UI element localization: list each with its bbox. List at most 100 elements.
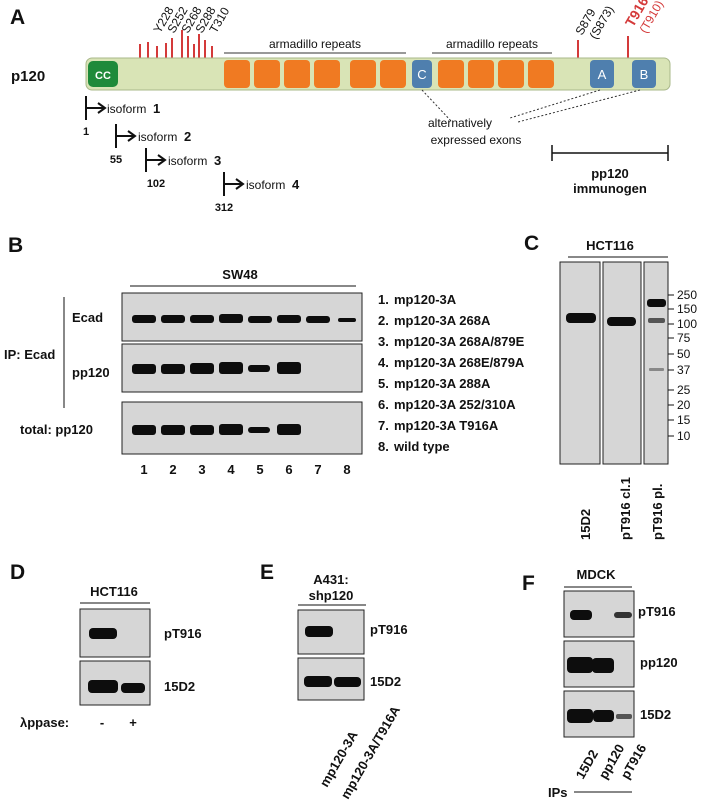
- ip-label: IP: Ecad: [4, 347, 55, 362]
- panel-f-ips-label: IPs: [548, 785, 568, 800]
- protein-label: p120: [11, 68, 45, 85]
- svg-text:100: 100: [677, 317, 697, 331]
- panel-c-lane-pl: pT916 pl.: [650, 484, 665, 540]
- band-f-15d2-1: [567, 709, 593, 723]
- panel-e: E A431: shp120 pT916 15D2 mp120-3A mp120…: [260, 561, 408, 801]
- panel-d-plus: +: [129, 715, 137, 730]
- panel-e-title1: A431:: [313, 572, 348, 587]
- row-ecad-label: Ecad: [72, 310, 103, 325]
- bands-b-pp120: [132, 362, 301, 374]
- svg-text:5.: 5.: [378, 376, 389, 391]
- bands-b-total: [132, 424, 301, 435]
- svg-text:mp120-3A T916A: mp120-3A T916A: [394, 418, 499, 433]
- panel-d: D HCT116 pT916 15D2 λppase: - +: [10, 561, 202, 730]
- svg-text:37: 37: [677, 363, 691, 377]
- panel-d-row2: 15D2: [164, 679, 195, 694]
- panel-c-lane-15d2: 15D2: [578, 509, 593, 540]
- total-label: total: pp120: [20, 422, 93, 437]
- isoform-3-label: isoform: [168, 154, 207, 168]
- isoform-4: isoform 4 312: [215, 172, 300, 214]
- panel-c-lane-cl1: pT916 cl.1: [618, 477, 633, 540]
- blot-c-15d2: [559, 261, 601, 465]
- band-c-pl-top: [647, 299, 666, 307]
- panel-b-legend: 1. mp120-3A 2. mp120-3A 268A 3. mp120-3A…: [378, 292, 525, 454]
- band-f-pt916-3: [614, 612, 632, 618]
- blot-c-pl: [643, 261, 669, 465]
- isoform-1: isoform 1 1: [83, 96, 160, 138]
- isoform-2: isoform 2 55: [110, 124, 191, 166]
- svg-text:1.: 1.: [378, 292, 389, 307]
- band-d-pt916: [89, 628, 117, 639]
- svg-text:25: 25: [677, 383, 691, 397]
- panel-f: F MDCK pT916 pp120 15D2 15D2 pp120 pT916…: [522, 567, 678, 800]
- svg-text:3.: 3.: [378, 334, 389, 349]
- panel-d-minus: -: [100, 715, 104, 730]
- panel-c-cell-line: HCT116: [586, 238, 634, 253]
- panel-f-cell-line: MDCK: [577, 567, 617, 582]
- svg-text:7.: 7.: [378, 418, 389, 433]
- panel-b: B SW48 IP: Ecad Ecad pp120 total: pp120: [4, 234, 525, 477]
- svg-text:1: 1: [140, 462, 147, 477]
- panel-d-cell-line: HCT116: [90, 584, 138, 599]
- exon-c: [412, 60, 432, 88]
- svg-text:2.: 2.: [378, 313, 389, 328]
- panel-d-letter: D: [10, 561, 25, 584]
- panel-a-letter: A: [10, 6, 25, 29]
- panel-f-lane-1: 15D2: [573, 747, 602, 781]
- isoform-4-label: isoform: [246, 178, 285, 192]
- panel-f-letter: F: [522, 572, 535, 595]
- svg-text:6.: 6.: [378, 397, 389, 412]
- panel-e-row1: pT916: [370, 622, 408, 637]
- exon-c-label: C: [417, 67, 426, 82]
- isoform-1-num: 1: [153, 101, 160, 116]
- svg-text:mp120-3A: mp120-3A: [394, 292, 457, 307]
- exon-b: [632, 60, 656, 88]
- svg-text:6: 6: [285, 462, 292, 477]
- isoform-1-label: isoform: [107, 102, 146, 116]
- alt-exon-line1: alternatively: [428, 116, 492, 130]
- arm-label-2: armadillo repeats: [446, 37, 538, 51]
- cc-domain: [88, 61, 118, 87]
- svg-text:4.: 4.: [378, 355, 389, 370]
- band-e-pt916: [305, 626, 333, 637]
- panel-d-row1: pT916: [164, 626, 202, 641]
- band-f-pp120-1: [567, 657, 593, 673]
- cc-label: CC: [95, 70, 111, 82]
- panel-a: A Y228 S252 S268 S288 T310 S879 (S873) T…: [10, 0, 671, 214]
- band-c-cl1: [607, 317, 636, 326]
- band-f-pt916-1: [570, 610, 592, 620]
- svg-text:20: 20: [677, 398, 691, 412]
- svg-text:7: 7: [314, 462, 321, 477]
- panel-f-row1: pT916: [638, 604, 676, 619]
- bands-b-ecad: [132, 314, 356, 323]
- isoform-3-num: 3: [214, 153, 221, 168]
- svg-text:mp120-3A 288A: mp120-3A 288A: [394, 376, 491, 391]
- svg-text:50: 50: [677, 347, 691, 361]
- svg-text:8.: 8.: [378, 439, 389, 454]
- panel-b-cell-line: SW48: [222, 267, 257, 282]
- panel-c-letter: C: [524, 232, 539, 255]
- band-f-15d2-2: [593, 710, 614, 722]
- panel-b-lane-numbers: 1 2 3 4 5 6 7 8: [140, 462, 350, 477]
- alt-exon-line2: expressed exons: [431, 133, 522, 147]
- isoform-2-start: 55: [110, 154, 122, 166]
- panel-e-title2: shp120: [309, 588, 354, 603]
- band-d-15d2-minus: [88, 680, 118, 693]
- alt-exon-pointers: [421, 89, 641, 123]
- band-c-pl-low: [649, 368, 664, 371]
- svg-text:75: 75: [677, 331, 691, 345]
- panel-b-letter: B: [8, 234, 23, 257]
- panel-c-markers: 250 150 100 75 50 37 25 20 15 10: [668, 288, 697, 443]
- isoform-2-label: isoform: [138, 130, 177, 144]
- isoform-3-start: 102: [147, 178, 165, 190]
- immunogen-line1: pp120: [591, 166, 629, 181]
- isoform-2-num: 2: [184, 129, 191, 144]
- armadillo-domains: [224, 60, 554, 88]
- panel-f-row2: pp120: [640, 655, 678, 670]
- band-f-pp120-2: [592, 658, 614, 673]
- exon-b-label: B: [640, 67, 649, 82]
- isoform-4-num: 4: [292, 177, 300, 192]
- svg-text:15: 15: [677, 413, 691, 427]
- svg-text:mp120-3A 268A: mp120-3A 268A: [394, 313, 491, 328]
- isoform-3: isoform 3 102: [145, 148, 221, 190]
